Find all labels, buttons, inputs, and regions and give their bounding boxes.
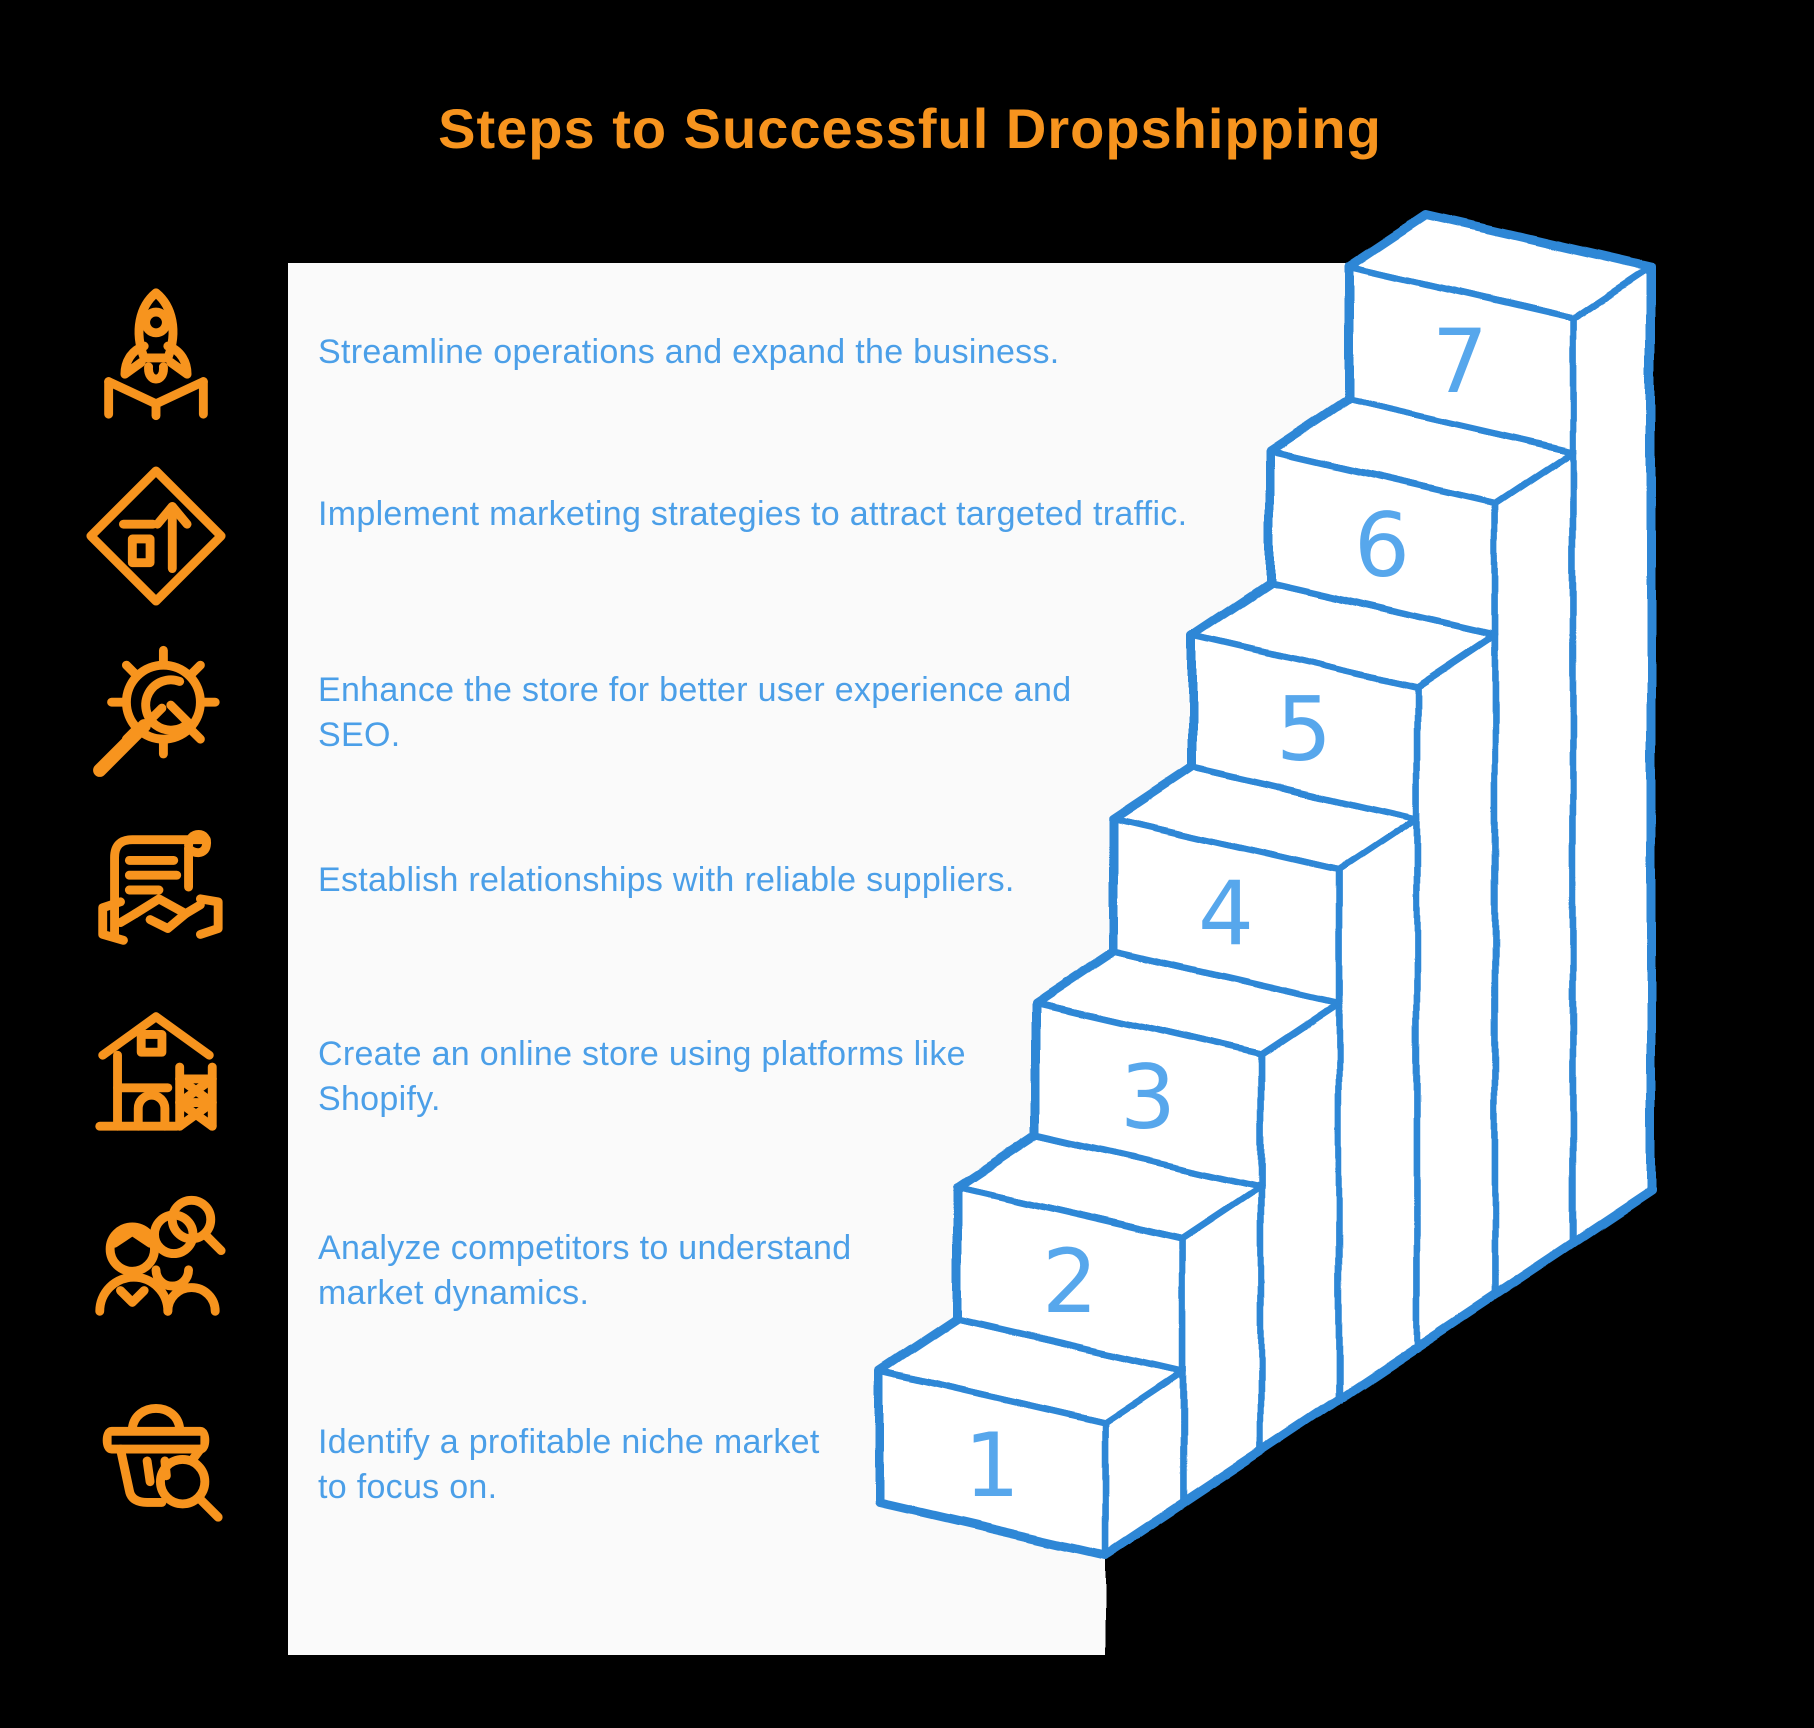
- step-number-3: 3: [1120, 1046, 1176, 1149]
- niche-search-icon: [102, 1404, 223, 1522]
- step-description: Streamline operations and expand the bus…: [318, 333, 1060, 371]
- competitor-analysis-icon: [95, 1195, 226, 1316]
- stair-side-strip: [1257, 999, 1343, 1455]
- marketing-sign-icon: [86, 466, 226, 606]
- page-title: Steps to Successful Dropshipping: [438, 97, 1382, 160]
- gear-wrench-icon: [93, 645, 220, 777]
- stair-outline: [875, 210, 1656, 1560]
- step-number-7: 7: [1432, 310, 1488, 413]
- background-wedge: [1105, 267, 1814, 1728]
- step-description: Analyze competitors to understand: [318, 1229, 852, 1267]
- step-number-4: 4: [1198, 862, 1254, 965]
- step-row-2: Analyze competitors to understand market…: [318, 1226, 851, 1316]
- step-description: Establish relationships with reliable su…: [318, 861, 1015, 899]
- step-description: Implement marketing strategies to attrac…: [318, 495, 1188, 533]
- step-description: SEO.: [318, 716, 401, 754]
- step-number-6: 6: [1354, 494, 1410, 597]
- step-row-6: Implement marketing strategies to attrac…: [318, 492, 1187, 537]
- stair-side-strip: [1413, 631, 1499, 1351]
- step-row-3: Create an online store using platforms l…: [318, 1032, 966, 1122]
- step-number-1: 1: [964, 1414, 1020, 1517]
- step-row-5: Enhance the store for better user experi…: [318, 668, 1071, 758]
- rocket-launch-icon: [104, 288, 208, 421]
- store-builder-icon: [95, 1012, 217, 1131]
- step-description: market dynamics.: [318, 1274, 590, 1312]
- step-description: Shopify.: [318, 1080, 441, 1118]
- step-description: Enhance the store for better user experi…: [318, 671, 1072, 709]
- step-row-1: Identify a profitable niche market to fo…: [318, 1420, 820, 1510]
- stair-side-strip: [1335, 815, 1421, 1403]
- supplier-contract-icon: [98, 830, 223, 945]
- step-number-2: 2: [1042, 1230, 1098, 1333]
- step-row-4: Establish relationships with reliable su…: [318, 858, 1015, 903]
- step-description: Identify a profitable niche market: [318, 1423, 820, 1461]
- step-row-7: Streamline operations and expand the bus…: [318, 330, 1060, 375]
- stair-side-strip: [1491, 447, 1577, 1299]
- step-description: to focus on.: [318, 1468, 498, 1506]
- step-description: Create an online store using platforms l…: [318, 1035, 966, 1073]
- step-number-5: 5: [1276, 678, 1332, 781]
- stair-side-strip: [1569, 263, 1655, 1247]
